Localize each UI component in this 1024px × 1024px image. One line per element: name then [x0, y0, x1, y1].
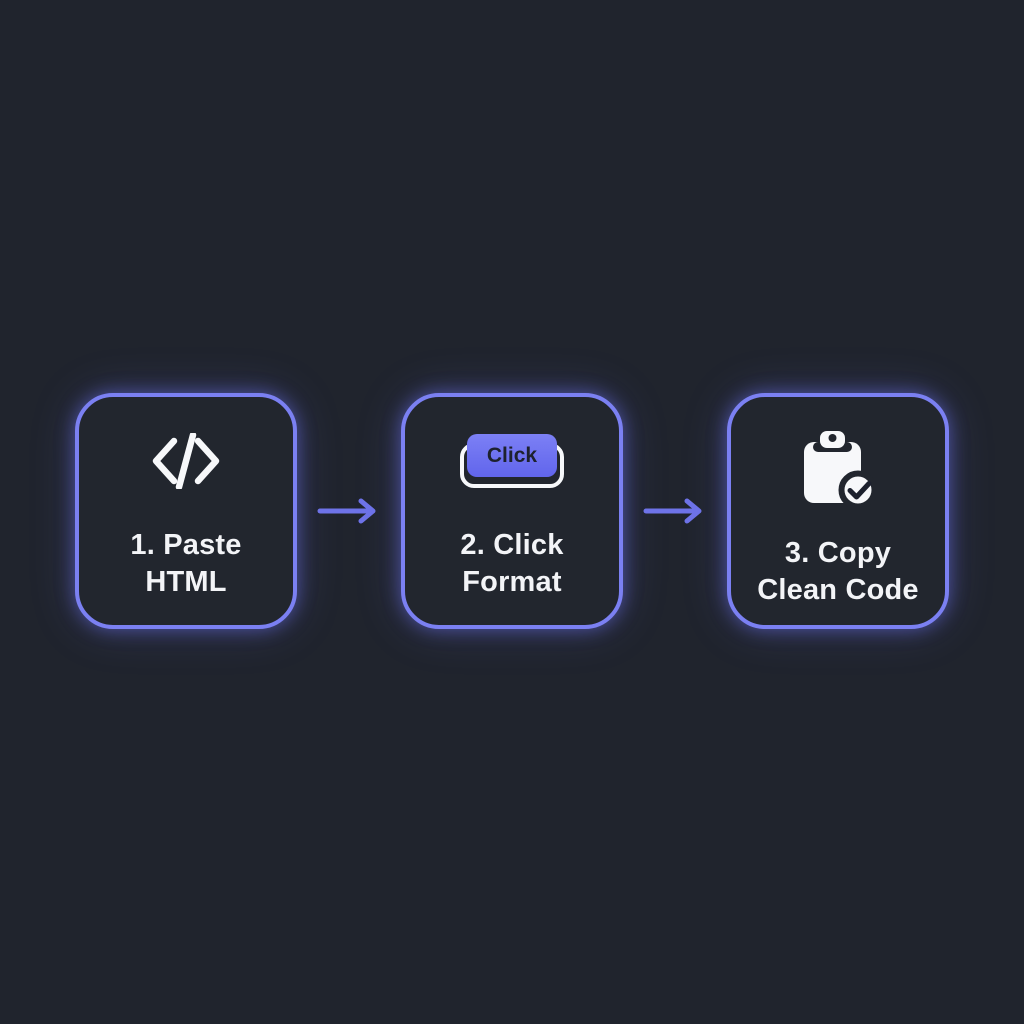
step-label: 3. Copy Clean Code — [757, 535, 919, 609]
step-label: 2. Click Format — [460, 527, 563, 601]
step-card-paste-html: 1. Paste HTML — [75, 393, 297, 629]
step-label: 1. Paste HTML — [130, 527, 241, 601]
step-label-line1: 3. Copy — [784, 537, 892, 569]
step-label-line1: 2. Click — [460, 529, 564, 561]
step-label-line2: Format — [462, 566, 562, 598]
click-button-face: Click — [467, 434, 557, 477]
connector-gap — [297, 498, 401, 524]
click-button-label: Click — [486, 443, 538, 467]
step-card-click-format: Click 2. Click Format — [401, 393, 623, 629]
click-button-icon: Click — [456, 427, 568, 495]
clipboard-check-icon — [799, 431, 877, 510]
code-icon — [148, 427, 224, 495]
step-label-line1: 1. Paste — [130, 529, 242, 561]
steps-row: 1. Paste HTML Click — [0, 393, 1024, 629]
step-card-copy-clean-code: 3. Copy Clean Code — [727, 393, 949, 629]
arrow-right-icon — [642, 498, 708, 524]
connector-gap — [623, 498, 727, 524]
arrow-right-icon — [316, 498, 382, 524]
step-label-line2: HTML — [145, 566, 227, 598]
click-button-graphic: Click — [456, 434, 568, 488]
step-label-line2: Clean Code — [757, 574, 919, 606]
